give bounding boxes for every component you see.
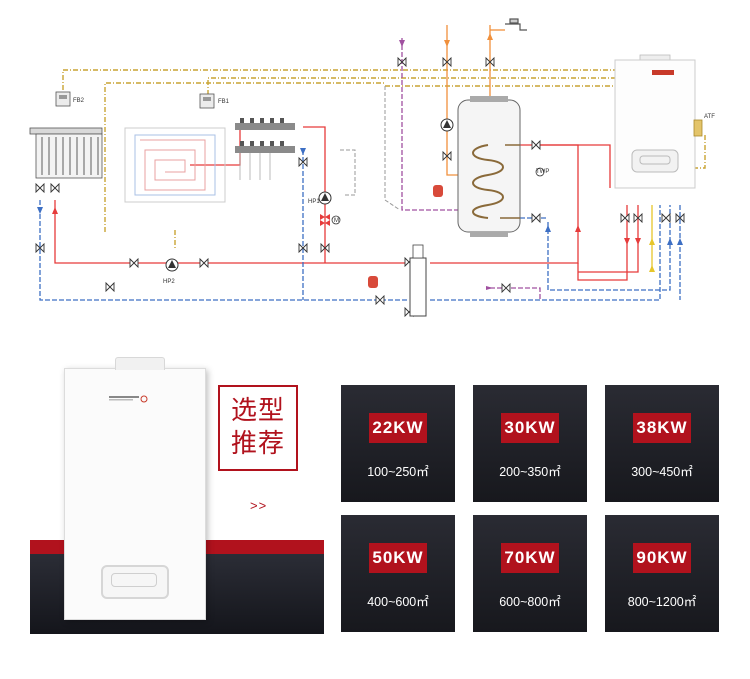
valves <box>35 56 685 318</box>
boiler-schematic <box>614 54 696 189</box>
model-card-70kw[interactable]: 70KW 600~800㎡ <box>473 515 587 632</box>
model-area-range: 300~450㎡ <box>631 465 693 479</box>
mixing-valve: M <box>320 214 341 226</box>
model-power-badge: 30KW <box>501 413 559 443</box>
pump-dhw <box>440 118 454 132</box>
svg-text:TWP: TWP <box>536 169 549 175</box>
thermostat-fb1: FB1 <box>199 93 230 109</box>
arrows-indicator: >> <box>250 498 268 513</box>
svg-text:HP1: HP1 <box>308 199 320 205</box>
svg-text:HP2: HP2 <box>163 279 175 285</box>
model-power-badge: 70KW <box>501 543 559 573</box>
dhw-cylinder: TWP <box>457 96 549 237</box>
thermostat-fb2: FB2 <box>55 91 85 107</box>
model-area-range: 800~1200㎡ <box>627 595 697 609</box>
boiler-product-panel <box>30 357 324 634</box>
model-card-38kw[interactable]: 38KW 300~450㎡ <box>605 385 719 502</box>
boiler-control-panel <box>101 565 169 599</box>
return-pipes <box>39 150 681 301</box>
model-card-22kw[interactable]: 22KW 100~250㎡ <box>341 385 455 502</box>
svg-text:FB1: FB1 <box>218 99 230 105</box>
outdoor-sensor-atf: ATF <box>693 114 715 137</box>
floor-heating-loop <box>124 127 226 203</box>
model-area-range: 100~250㎡ <box>367 465 429 479</box>
boiler-image <box>64 357 206 620</box>
flow-arrows <box>37 33 683 290</box>
hydraulic-separator <box>409 244 427 317</box>
model-area-range: 200~350㎡ <box>499 465 561 479</box>
boiler-display <box>111 573 157 587</box>
faucet-icon <box>505 18 527 31</box>
model-power-badge: 22KW <box>369 413 427 443</box>
model-power-badge: 38KW <box>633 413 691 443</box>
selection-title-line1: 选型 <box>230 396 285 426</box>
floor-manifold <box>235 118 295 180</box>
model-power-badge: 90KW <box>633 543 691 573</box>
svg-text:FB2: FB2 <box>73 98 85 104</box>
pump-hp2: HP2 <box>163 258 179 285</box>
boiler-flue <box>115 357 165 370</box>
selection-title: 选型 推荐 <box>218 385 298 471</box>
model-area-range: 600~800㎡ <box>499 595 561 609</box>
model-card-90kw[interactable]: 90KW 800~1200㎡ <box>605 515 719 632</box>
svg-text:M: M <box>334 218 339 224</box>
pump-hp1: HP1 <box>308 191 332 205</box>
svg-text:ATF: ATF <box>704 114 715 120</box>
brand-logo <box>109 395 148 403</box>
model-card-30kw[interactable]: 30KW 200~350㎡ <box>473 385 587 502</box>
expansion-tanks <box>368 185 443 288</box>
model-power-badge: 50KW <box>369 543 427 573</box>
selection-title-line2: 推荐 <box>230 429 285 459</box>
control-wiring <box>340 86 401 211</box>
signal-wiring <box>62 69 706 248</box>
model-card-50kw[interactable]: 50KW 400~600㎡ <box>341 515 455 632</box>
model-area-range: 400~600㎡ <box>367 595 429 609</box>
heating-system-schematic: FB2 FB1 HP1 M <box>29 18 715 318</box>
radiator <box>29 127 103 179</box>
